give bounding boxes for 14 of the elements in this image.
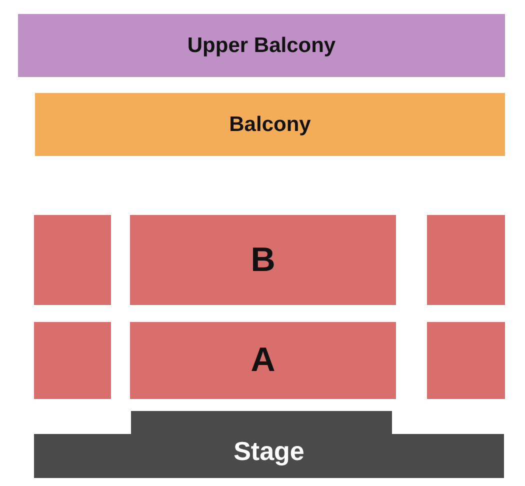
seating-section [130, 215, 396, 305]
seating-section [427, 322, 505, 399]
stage-area [34, 411, 504, 478]
seating-section [427, 215, 505, 305]
section-label: Balcony [229, 112, 311, 136]
seating-section [35, 93, 505, 156]
seating-section [34, 215, 111, 305]
stage-label: Stage [234, 436, 304, 467]
seating-section [18, 14, 505, 77]
section-label: B [250, 240, 276, 280]
seating-section [34, 322, 111, 399]
seating-section [130, 322, 396, 399]
section-label: A [250, 341, 276, 380]
section-label: Upper Balcony [187, 34, 336, 58]
